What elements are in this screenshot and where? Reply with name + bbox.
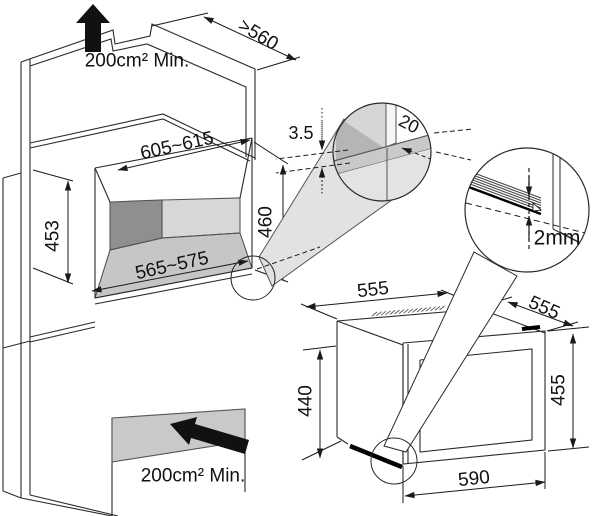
appliance-door-width-dim: 590 xyxy=(457,466,491,492)
detail-circle-seal xyxy=(464,147,590,273)
niche-height-right-dim: 460 xyxy=(255,206,277,238)
bottom-airflow-arrow-icon xyxy=(170,417,249,454)
zoom-cone-seal xyxy=(383,251,518,453)
side-gap-dim: 3.5 xyxy=(288,123,314,143)
appliance-dimensions xyxy=(300,289,590,503)
top-airflow-arrow-icon xyxy=(76,4,110,52)
door-bottom-gap-dim: 2mm xyxy=(533,226,581,250)
appliance-width-dim: 555 xyxy=(356,277,390,303)
callout-circle-niche-corner xyxy=(230,255,276,301)
appliance-body-height-dim: 440 xyxy=(295,385,317,417)
appliance-door-height-dim: 455 xyxy=(548,374,570,406)
bottom-vent-area-label: 200cm² Min. xyxy=(140,465,246,487)
callout-circle-door-corner xyxy=(370,437,418,485)
niche-height-left-dim: 453 xyxy=(42,220,64,252)
top-vent-area-label: 200cm² Min. xyxy=(84,50,190,72)
